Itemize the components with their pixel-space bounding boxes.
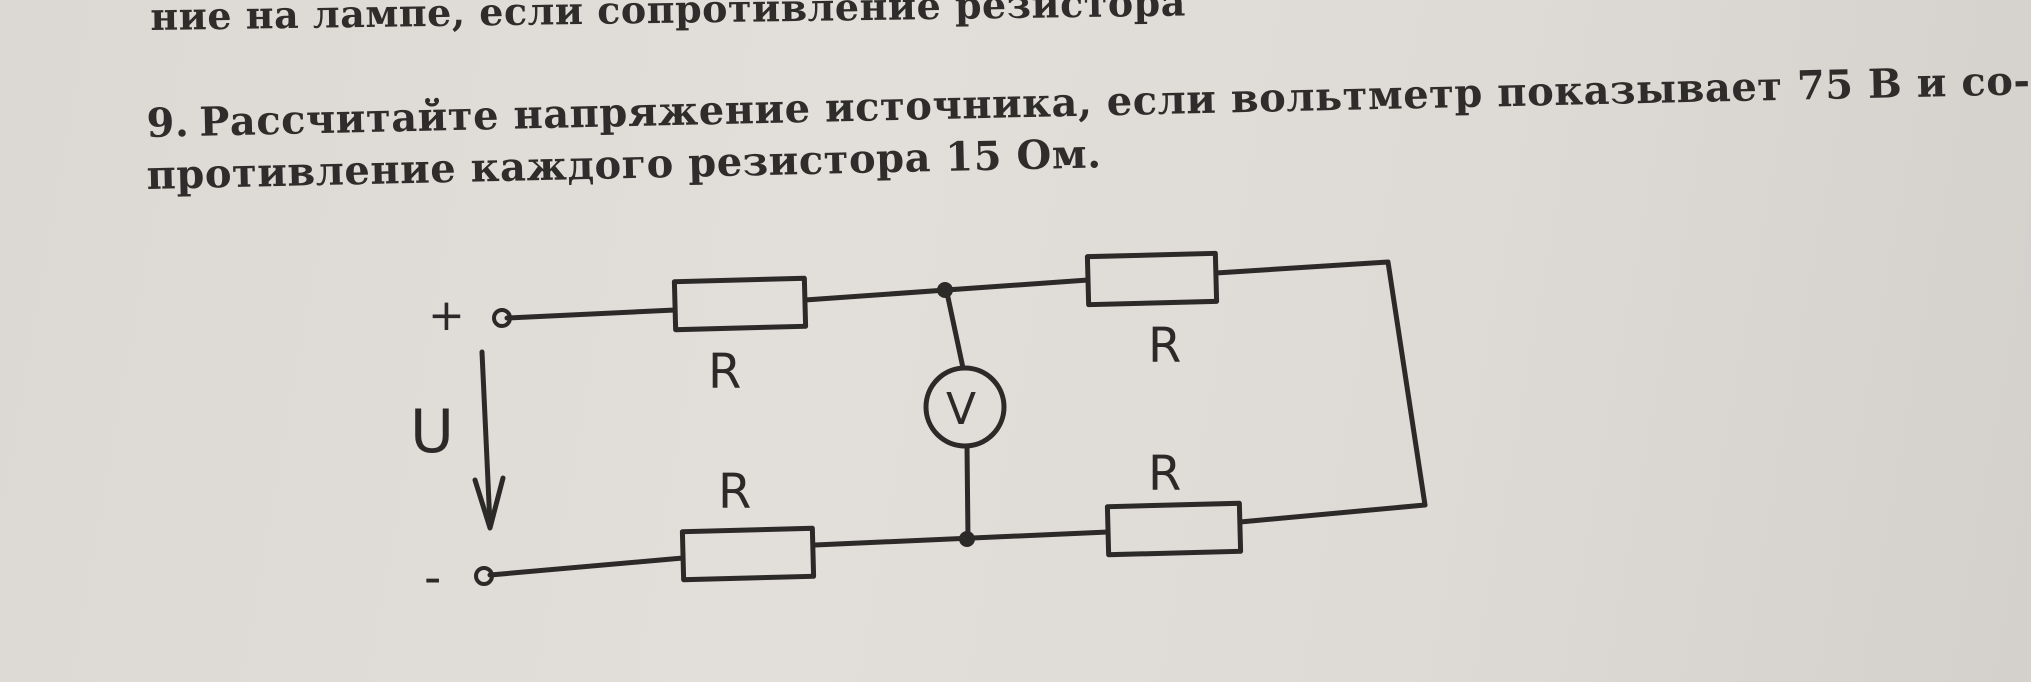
resistor-top-right	[1084, 250, 1220, 308]
resistor-label-top-right: R	[1148, 318, 1181, 374]
voltage-label: U	[410, 397, 454, 467]
resistor-label-bottom-right: R	[1148, 446, 1181, 502]
voltage-arrow-shaft	[479, 349, 493, 528]
plus-terminal-label: +	[428, 290, 465, 341]
resistor-bottom-left	[679, 525, 817, 583]
minus-terminal-label: -	[424, 550, 441, 606]
wire-top-left	[504, 307, 678, 321]
voltmeter	[923, 365, 1007, 449]
circuit-diagram: + - U V R R R R	[410, 250, 1428, 606]
plus-terminal-node	[492, 308, 512, 328]
resistor-label-top-left: R	[708, 344, 741, 400]
wire-bottom-right	[1237, 502, 1428, 525]
wire-bottom-left	[487, 555, 686, 578]
voltage-arrow-head	[472, 475, 506, 531]
voltmeter-label: V	[946, 384, 976, 435]
resistor-bottom-right	[1104, 500, 1244, 558]
minus-terminal-node	[474, 566, 494, 586]
voltmeter-wire-top	[943, 285, 966, 371]
junction-bottom	[959, 531, 975, 547]
resistor-label-bottom-left: R	[718, 464, 751, 520]
junction-top	[937, 282, 953, 298]
resistor-top-left	[671, 275, 809, 333]
voltmeter-wire-bottom	[964, 443, 971, 541]
wire-top-right	[1213, 259, 1428, 508]
